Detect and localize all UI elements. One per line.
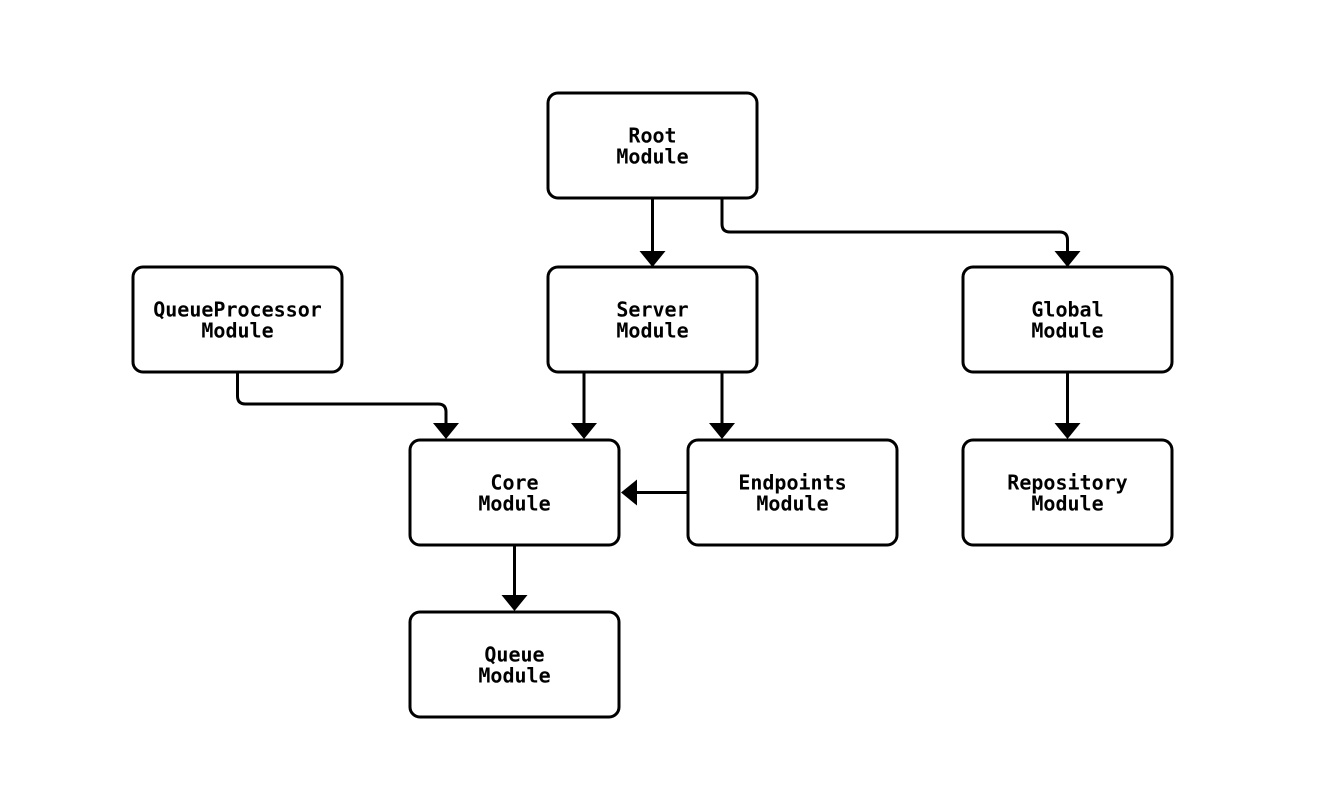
node-repository-label-line2: Module [1031, 492, 1103, 516]
node-queueprocessor-box [131, 265, 344, 374]
edge-queueprocessor-to-core [236, 372, 459, 439]
node-queue-module: Queue Module [408, 610, 621, 719]
node-endpoints-box [686, 438, 899, 547]
node-repository-module: Repository Module [961, 438, 1174, 547]
node-repository-box [961, 438, 1174, 547]
node-server-label-line1: Server [616, 298, 688, 322]
node-server-box [546, 265, 759, 374]
node-queue-label-line2: Module [478, 664, 550, 688]
node-core-box [408, 438, 621, 547]
node-endpoints-label-line1: Endpoints [738, 471, 846, 495]
node-server-label-line2: Module [616, 319, 688, 343]
node-root-label-line1: Root [628, 124, 676, 148]
node-core-label-line2: Module [478, 492, 550, 516]
node-queue-label-line1: Queue [484, 643, 544, 667]
node-queueprocessor-label-line2: Module [201, 319, 273, 343]
node-global-module: Global Module [961, 265, 1174, 374]
node-root-label-line2: Module [616, 145, 688, 169]
node-server-module: Server Module [546, 265, 759, 374]
node-queueprocessor-module: QueueProcessor Module [131, 265, 344, 374]
node-repository-label-line1: Repository [1007, 471, 1127, 495]
node-root-box [546, 91, 759, 200]
node-endpoints-label-line2: Module [756, 492, 828, 516]
node-global-label-line2: Module [1031, 319, 1103, 343]
edge-root-to-global [720, 198, 1081, 267]
node-core-label-line1: Core [490, 471, 538, 495]
diagram-edges [236, 198, 1081, 611]
node-endpoints-module: Endpoints Module [686, 438, 899, 547]
node-queueprocessor-label-line1: QueueProcessor [153, 298, 322, 322]
node-queue-box [408, 610, 621, 719]
node-global-box [961, 265, 1174, 374]
node-root-module: Root Module [546, 91, 759, 200]
node-global-label-line1: Global [1031, 298, 1103, 322]
node-core-module: Core Module [408, 438, 621, 547]
